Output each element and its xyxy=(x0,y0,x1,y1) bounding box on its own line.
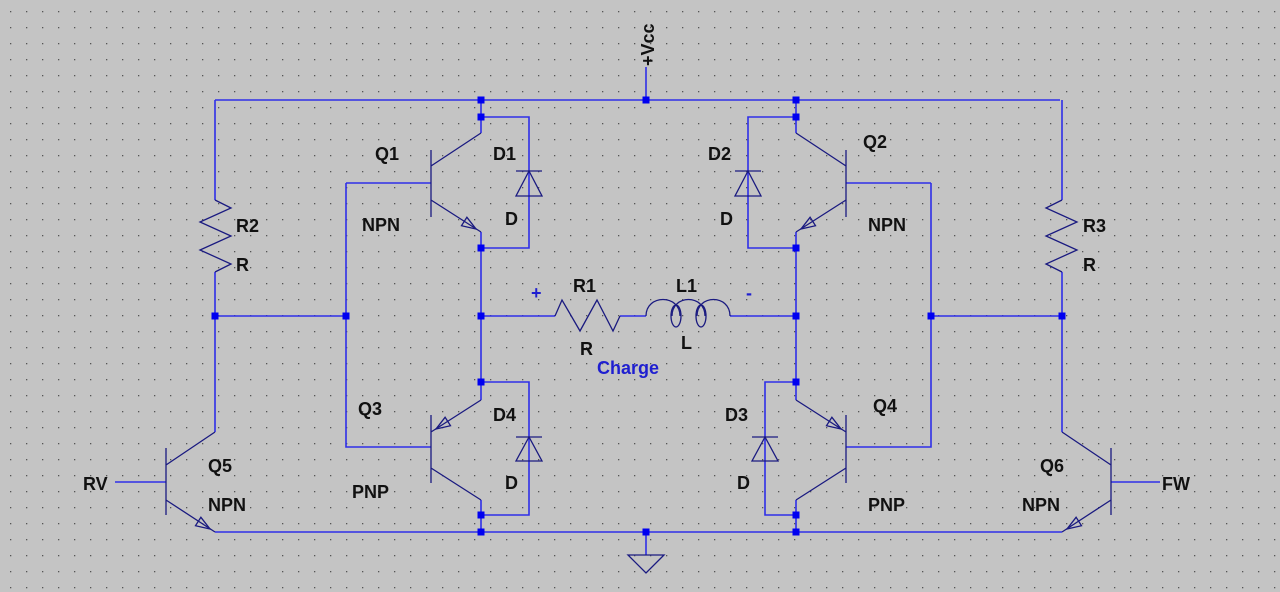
q4-name: Q4 xyxy=(873,396,897,416)
r1-name: R1 xyxy=(573,276,596,296)
rv-net-label: RV xyxy=(83,474,108,494)
d1-model: D xyxy=(505,209,518,229)
r2-model: R xyxy=(236,255,249,275)
q1-name: Q1 xyxy=(375,144,399,164)
transistor-q3-symbol[interactable] xyxy=(430,399,482,501)
transistor-q1-symbol[interactable] xyxy=(430,132,482,233)
minus-label: - xyxy=(746,283,752,303)
r2-name: R2 xyxy=(236,216,259,236)
diode-d3-symbol[interactable] xyxy=(750,435,780,462)
d4-model: D xyxy=(505,473,518,493)
inductor-l1-symbol[interactable] xyxy=(645,299,731,328)
transistor-q5-symbol[interactable] xyxy=(165,431,216,533)
q3-model: PNP xyxy=(352,482,389,502)
diode-d1-symbol[interactable] xyxy=(514,169,544,197)
q4-model: PNP xyxy=(868,495,905,515)
q5-name: Q5 xyxy=(208,456,232,476)
q2-model: NPN xyxy=(868,215,906,235)
q3-name: Q3 xyxy=(358,399,382,419)
fw-net-label: FW xyxy=(1162,474,1190,494)
r1-model: R xyxy=(580,339,593,359)
d4-name: D4 xyxy=(493,405,516,425)
resistor-r3-symbol[interactable] xyxy=(1044,199,1079,273)
transistor-q4-symbol[interactable] xyxy=(795,399,847,501)
diode-d4-symbol[interactable] xyxy=(514,435,544,462)
d1-name: D1 xyxy=(493,144,516,164)
d3-name: D3 xyxy=(725,405,748,425)
q6-model: NPN xyxy=(1022,495,1060,515)
plus-label: + xyxy=(531,283,542,303)
vcc-label: +Vcc xyxy=(638,23,658,66)
charge-net-label: Charge xyxy=(597,358,659,378)
junctions xyxy=(211,96,1066,536)
transistor-q2-symbol[interactable] xyxy=(795,132,847,233)
d2-model: D xyxy=(720,209,733,229)
ground-symbol[interactable] xyxy=(626,554,666,574)
resistor-r2-symbol[interactable] xyxy=(198,199,233,273)
diode-d2-symbol[interactable] xyxy=(733,169,763,197)
q5-model: NPN xyxy=(208,495,246,515)
r3-model: R xyxy=(1083,255,1096,275)
d2-name: D2 xyxy=(708,144,731,164)
transistor-q6-symbol[interactable] xyxy=(1061,431,1112,533)
d3-model: D xyxy=(737,473,750,493)
wires xyxy=(115,67,1160,555)
q6-name: Q6 xyxy=(1040,456,1064,476)
l1-model: L xyxy=(681,333,692,353)
q2-name: Q2 xyxy=(863,132,887,152)
l1-name: L1 xyxy=(676,276,697,296)
q1-model: NPN xyxy=(362,215,400,235)
resistor-r1-symbol[interactable] xyxy=(554,298,621,333)
r3-name: R3 xyxy=(1083,216,1106,236)
